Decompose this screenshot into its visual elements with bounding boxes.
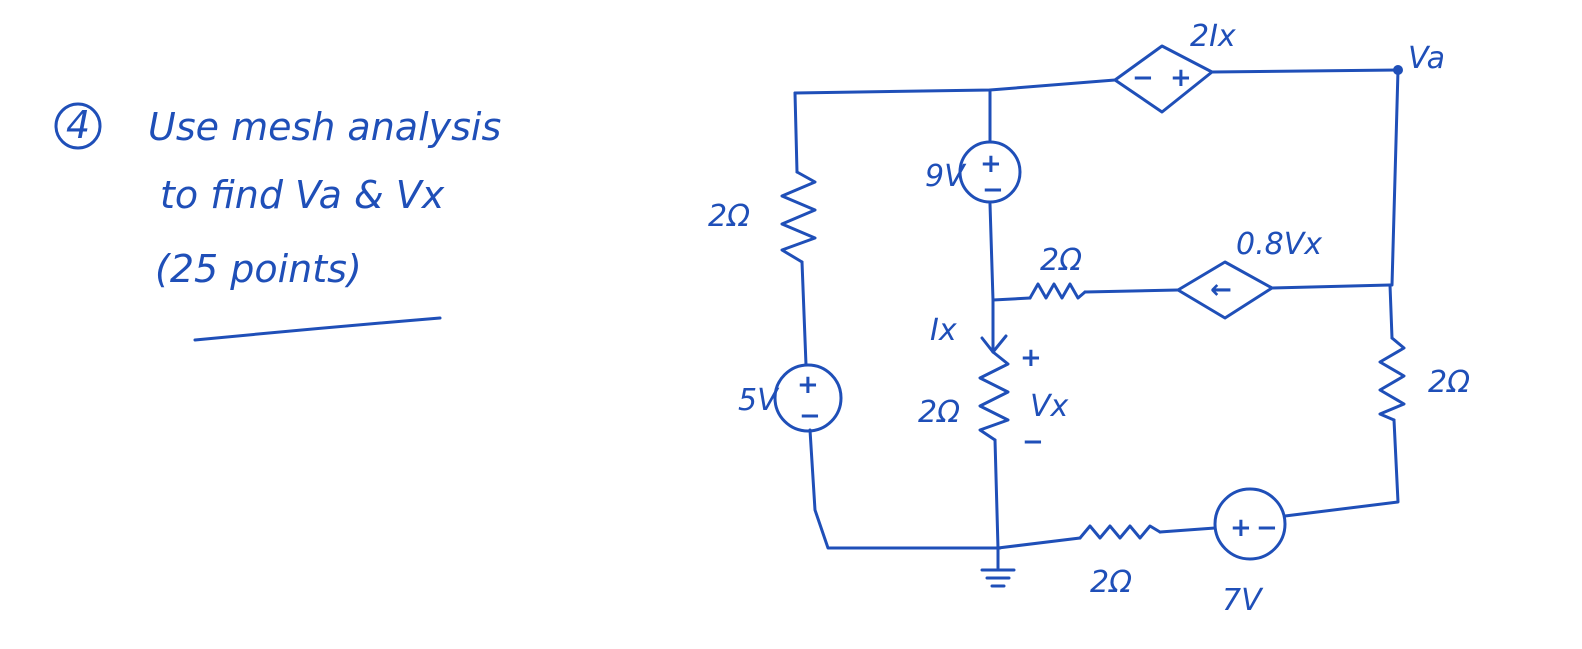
resistor-mid xyxy=(978,350,1010,442)
resistor-mid-top xyxy=(1028,282,1087,300)
label-r-right: 2Ω xyxy=(1428,365,1470,400)
vs9-minus: − xyxy=(982,175,1004,205)
label-v-7: 7V xyxy=(1222,583,1264,618)
label-v-9: 9V xyxy=(925,159,967,194)
resistor-bottom xyxy=(1078,524,1162,540)
vx-minus: − xyxy=(1022,427,1044,457)
label-r-bottom: 2Ω xyxy=(1090,565,1132,600)
voltage-source-5v xyxy=(773,363,843,433)
dvs-minus: − xyxy=(1132,63,1154,93)
wires xyxy=(793,68,1400,588)
label-ix: Ix xyxy=(930,313,957,348)
label-v-5: 5V xyxy=(738,383,780,418)
resistor-right xyxy=(1378,336,1406,422)
vs5-minus: − xyxy=(799,401,821,431)
vs9-plus: + xyxy=(980,149,1002,179)
problem-points: (25 points) xyxy=(155,247,362,291)
problem-line-1: Use mesh analysis xyxy=(148,105,501,149)
resistor-left xyxy=(780,170,817,264)
dcs-arrow: ← xyxy=(1210,275,1232,305)
problem-number: 4 xyxy=(66,103,90,147)
dvs-plus: + xyxy=(1170,63,1192,93)
points-underline xyxy=(193,316,442,342)
label-r-mid-top: 2Ω xyxy=(1040,243,1082,278)
label-r-mid: 2Ω xyxy=(918,395,960,430)
label-vx: Vx xyxy=(1030,389,1069,424)
dependent-voltage-source xyxy=(1113,44,1214,114)
problem-number-circle xyxy=(54,102,102,150)
vx-plus: + xyxy=(1020,343,1042,373)
node-va-dot xyxy=(1393,65,1403,75)
label-dep-voltage: 2Ix xyxy=(1190,19,1236,54)
voltage-source-7v xyxy=(1213,487,1287,561)
vs7-plus: + xyxy=(1230,513,1252,543)
problem-line-2: to find Va & Vx xyxy=(160,173,445,217)
vs5-plus: + xyxy=(797,370,819,400)
label-dep-current: 0.8Vx xyxy=(1236,227,1322,262)
label-node-va: Va xyxy=(1408,41,1445,76)
vs7-minus: − xyxy=(1256,513,1278,543)
problem-statement: 4 Use mesh analysis to find Va & Vx (25 … xyxy=(54,102,501,342)
voltage-source-9v xyxy=(958,140,1022,204)
label-r-left: 2Ω xyxy=(708,199,750,234)
dependent-current-source xyxy=(1176,260,1274,320)
